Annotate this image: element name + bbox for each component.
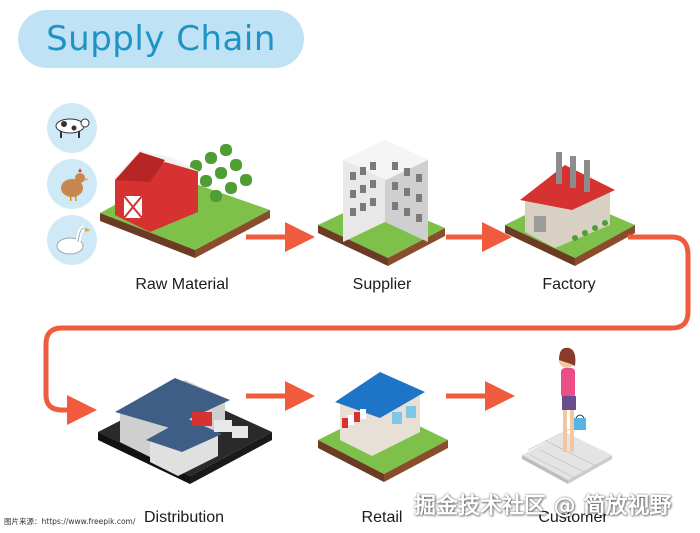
farm-illustration [100, 144, 270, 258]
chicken-icon [47, 159, 97, 209]
stage-label-raw-material: Raw Material [135, 276, 229, 293]
watermark: 掘金技术社区 @ 简放视野 [414, 494, 672, 519]
customer-illustration [522, 347, 612, 484]
goose-icon [47, 215, 97, 265]
title-pill: Supply Chain [18, 10, 304, 68]
image-credit: 图片来源：https://www.freepik.com/ [4, 517, 136, 526]
supplier-illustration [318, 140, 445, 266]
distribution-illustration [98, 378, 272, 484]
stage-label-retail: Retail [361, 509, 403, 526]
cow-icon [47, 103, 97, 153]
factory-illustration [505, 152, 635, 266]
arrow-factory-to-distribution [43, 234, 691, 425]
page-title: Supply Chain [46, 19, 276, 59]
stage-label-distribution: Distribution [143, 509, 225, 526]
stage-label-supplier: Supplier [352, 276, 412, 293]
flow-arrows [43, 222, 691, 425]
retail-illustration [318, 372, 448, 482]
stage-label-factory: Factory [542, 276, 596, 293]
stage-label-customer: Customer [538, 509, 608, 526]
